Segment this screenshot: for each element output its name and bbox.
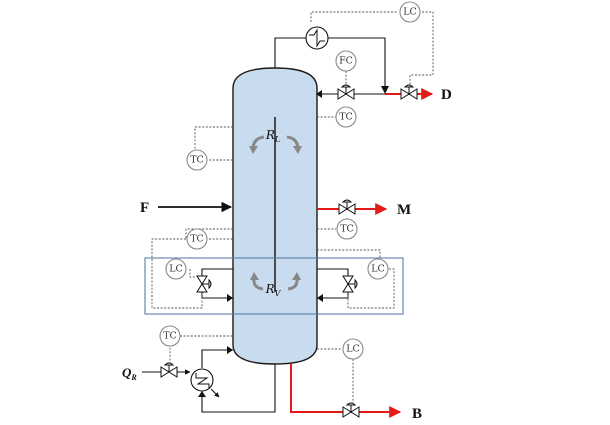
- lc-reflux-drum[interactable]: LC: [399, 1, 421, 23]
- control-valve-icon: [342, 275, 354, 285]
- left-split-valve[interactable]: [196, 275, 212, 293]
- reboiler-return-line: [201, 349, 233, 368]
- lc-bottom[interactable]: LC: [342, 338, 364, 360]
- control-signal-lines: [151, 11, 434, 404]
- reboiler-vent: [210, 388, 220, 398]
- vapor-split-highlight-box: [144, 257, 404, 315]
- condenser: [305, 26, 329, 50]
- heat-duty-subscript: R: [130, 373, 137, 382]
- vapor-split-subscript: V: [275, 289, 282, 298]
- control-valve-icon: [400, 88, 410, 100]
- tc-reboiler[interactable]: TC: [159, 325, 181, 347]
- liquid-split-label: RL: [265, 128, 280, 144]
- control-valve-icon: [160, 366, 170, 378]
- lc-bottom-label: LC: [346, 344, 360, 355]
- bottoms-valve[interactable]: [342, 402, 360, 418]
- feed-label: F: [140, 200, 149, 216]
- control-valve-icon: [342, 406, 352, 418]
- distillate-valve[interactable]: [400, 84, 418, 100]
- overhead-vapor-line: [274, 37, 389, 94]
- right-split-valve[interactable]: [342, 275, 358, 293]
- tc-top[interactable]: TC: [335, 106, 357, 128]
- control-valve-icon: [196, 275, 208, 285]
- reboiler: [190, 368, 214, 392]
- tc-reboiler-label: TC: [163, 331, 177, 342]
- heat-duty-valve[interactable]: [160, 362, 178, 378]
- vapor-split-symbol: R: [265, 282, 275, 296]
- control-valve-icon: [337, 88, 347, 100]
- vapor-split-label: RV: [265, 282, 282, 298]
- lc-right[interactable]: LC: [367, 258, 389, 280]
- bottoms-label: B: [412, 406, 422, 422]
- side-draw-valve[interactable]: [338, 199, 356, 215]
- vapor-split: RV: [250, 272, 301, 298]
- reboiler-feed-line: [201, 364, 276, 413]
- lc-reflux-drum-label: LC: [403, 7, 417, 18]
- heat-duty-symbol: Q: [122, 365, 132, 380]
- liquid-split-symbol: R: [265, 128, 275, 142]
- liquid-split-subscript: L: [274, 135, 280, 144]
- tc-upper-left[interactable]: TC: [186, 149, 208, 171]
- tc-top-label: TC: [339, 112, 353, 123]
- control-valve-icon: [338, 203, 348, 215]
- heat-duty-label: QR: [122, 365, 137, 382]
- side-draw-label: M: [397, 202, 411, 218]
- right-liquid-split-line: [317, 268, 349, 299]
- heat-exchanger-icon: [190, 368, 214, 392]
- fc-reflux[interactable]: FC: [335, 50, 357, 72]
- distillate-label: D: [441, 87, 452, 103]
- reflux-valve[interactable]: [337, 84, 355, 100]
- tc-upper-left-label: TC: [190, 155, 204, 166]
- tc-prefractionator[interactable]: TC: [186, 228, 208, 250]
- tc-side-draw[interactable]: TC: [336, 218, 358, 240]
- liquid-split: RL: [249, 128, 302, 154]
- tc-prefractionator-label: TC: [190, 234, 204, 245]
- fc-reflux-label: FC: [339, 56, 353, 67]
- bottoms-line: [290, 364, 402, 418]
- lc-right-label: LC: [371, 264, 385, 275]
- tc-side-draw-label: TC: [340, 224, 354, 235]
- lc-left[interactable]: LC: [165, 258, 187, 280]
- lc-left-label: LC: [169, 264, 183, 275]
